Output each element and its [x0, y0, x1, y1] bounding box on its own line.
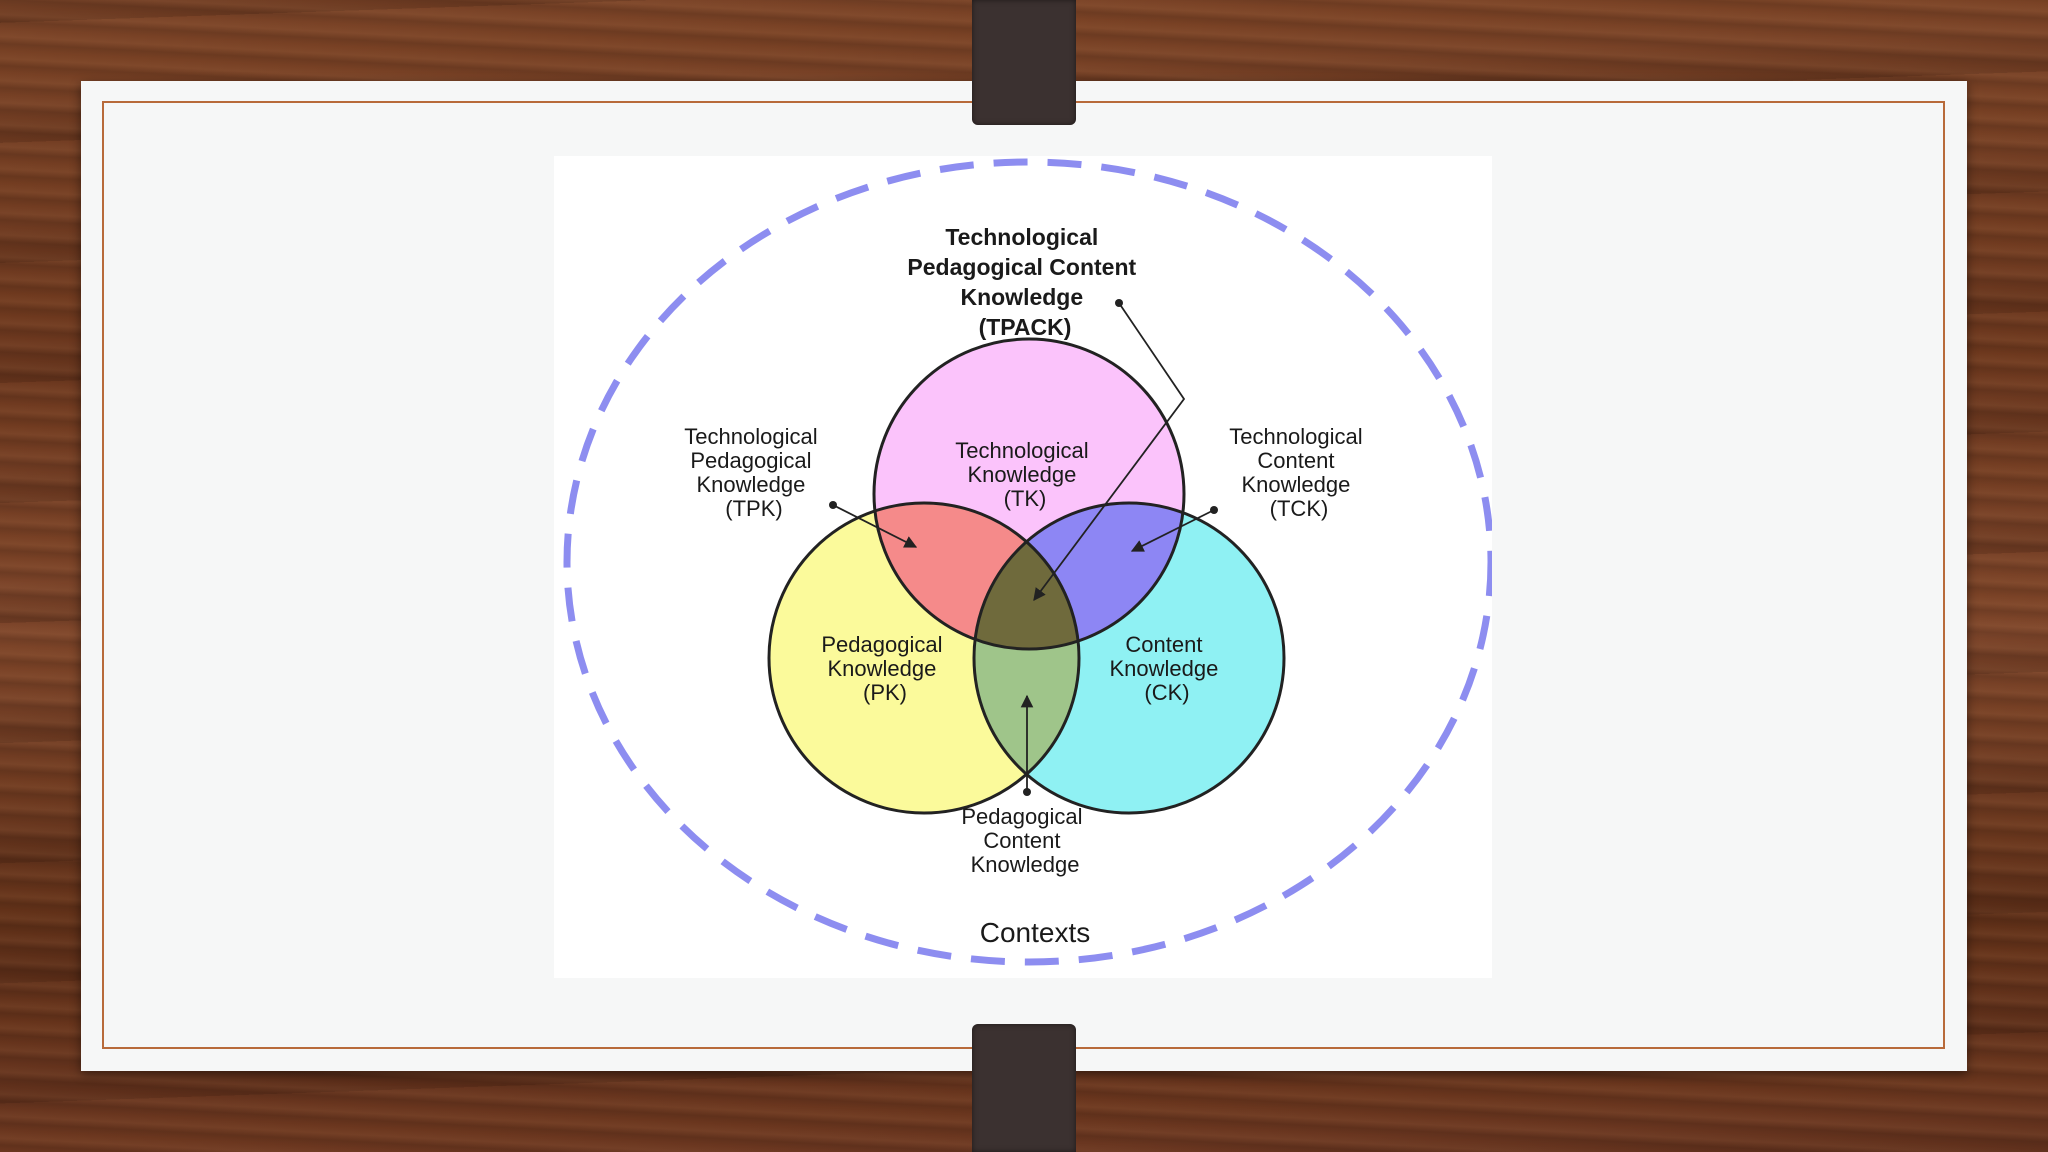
tpk-label: Technological Pedagogical Knowledge (TPK… [684, 424, 823, 521]
pck-label: Pedagogical Content Knowledge [961, 804, 1088, 877]
contexts-label: Contexts [980, 917, 1091, 948]
tpack-pointer [1033, 299, 1186, 602]
top-binder-clip [972, 0, 1076, 125]
tpack-venn-svg: Technological Pedagogical Content Knowle… [563, 158, 1495, 966]
tck-pointer [1130, 506, 1218, 552]
tpack-title: Technological Pedagogical Content Knowle… [907, 224, 1142, 340]
ck-label: Content Knowledge (CK) [1110, 632, 1225, 705]
contexts-ring [563, 158, 1495, 966]
bottom-binder-clip [972, 1024, 1076, 1152]
pck-pointer [1020, 694, 1034, 796]
pk-label: Pedagogical Knowledge (PK) [821, 632, 948, 705]
tk-outline [872, 337, 1186, 651]
tpk-pointer [829, 501, 918, 548]
tck-label: Technological Content Knowledge (TCK) [1229, 424, 1368, 521]
tk-label: Technological Knowledge (TK) [955, 438, 1094, 511]
tpack-center [974, 503, 1079, 649]
tpack-diagram: Technological Pedagogical Content Knowle… [554, 156, 1495, 978]
pk-outline [767, 501, 1081, 815]
ck-outline [972, 501, 1286, 815]
